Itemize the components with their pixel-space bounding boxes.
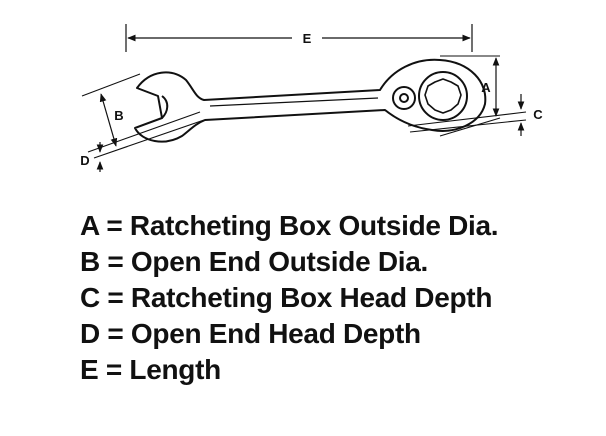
dimension-legend: A = Ratcheting Box Outside Dia. B = Open… [80,208,499,388]
dimension-label-c: C [533,107,543,122]
dimension-label-d: D [80,153,89,168]
dimension-label-b: B [114,108,123,123]
dimension-e: E [125,24,473,52]
dimension-a: A [481,57,500,117]
open-end-extension-lines [81,55,527,159]
wrench-icon [134,58,487,143]
dimension-d: D [80,142,104,172]
legend-item-c: C = Ratcheting Box Head Depth [80,282,493,313]
dimension-b: B [99,93,124,147]
dimension-label-a: A [481,80,491,95]
legend-item-b: B = Open End Outside Dia. [80,246,428,277]
legend-item-a: A = Ratcheting Box Outside Dia. [80,210,499,241]
wrench-dimension-diagram: E B D A [80,24,543,172]
dimension-c: C [517,94,543,136]
dimension-label-e: E [303,31,312,46]
legend-item-e: E = Length [80,354,221,385]
legend-item-d: D = Open End Head Depth [80,318,421,349]
